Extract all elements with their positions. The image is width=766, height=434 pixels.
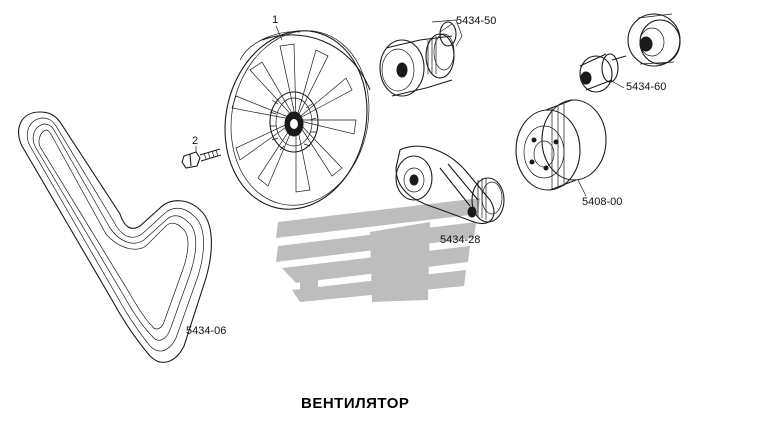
label-pulley-top: 5434-50 <box>456 15 497 27</box>
watermark-logo <box>276 198 480 302</box>
label-belt: 5434-06 <box>186 325 227 337</box>
bolt-part <box>181 148 222 169</box>
label-fan: 1 <box>272 14 279 26</box>
label-crank-pulley: 5408-00 <box>582 196 623 208</box>
tensioner-5434-28 <box>395 145 505 224</box>
pulley-5434-50 <box>379 19 463 97</box>
crank-pulley-5408-00 <box>515 99 607 191</box>
label-tensioner: 5434-28 <box>440 234 481 246</box>
label-bolt: 2 <box>192 135 199 147</box>
pulley-5434-60 <box>579 13 681 93</box>
serpentine-belt <box>18 111 212 363</box>
leader-lines <box>195 23 625 197</box>
label-pulley-right: 5434-60 <box>626 81 667 93</box>
diagram-caption: ВЕНТИЛЯТОР <box>301 395 410 412</box>
fan-part <box>224 30 371 210</box>
